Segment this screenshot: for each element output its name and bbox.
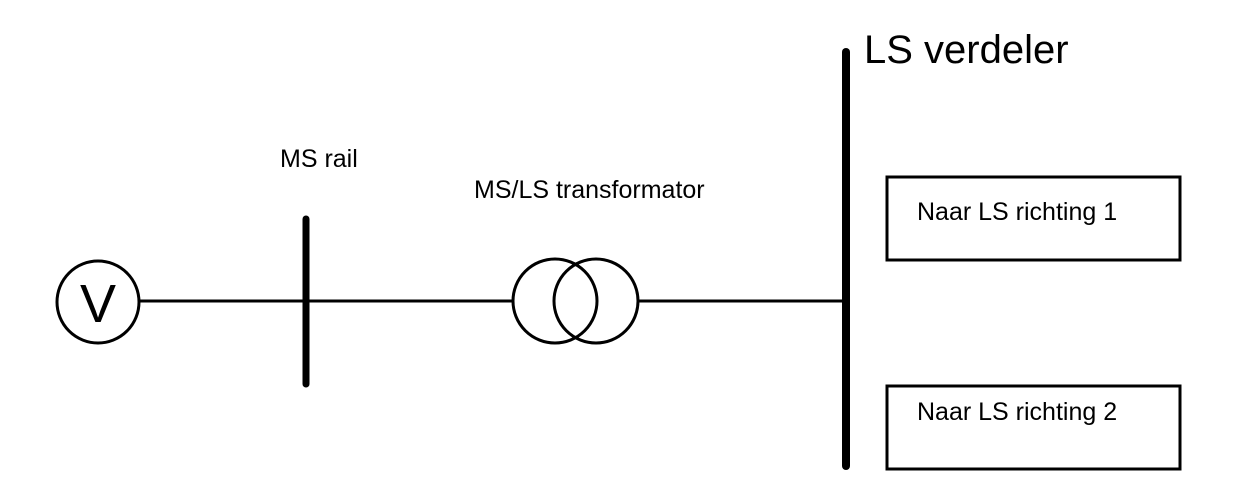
feeder-box-2: Naar LS richting 2 [885, 384, 1182, 471]
voltage-source-symbol: V [80, 274, 116, 334]
ms-rail-label: MS rail [280, 145, 358, 173]
feeder-box-1: Naar LS richting 1 [885, 175, 1182, 262]
transformer [511, 257, 640, 345]
transformer-label: MS/LS transformator [474, 176, 705, 204]
transformer-primary-winding [511, 257, 599, 345]
ls-bus-label: LS verdeler [864, 28, 1069, 72]
feeder-label-2: Naar LS richting 2 [917, 398, 1117, 426]
feeder-label-1: Naar LS richting 1 [917, 198, 1117, 226]
voltage-source: V [55, 259, 141, 345]
